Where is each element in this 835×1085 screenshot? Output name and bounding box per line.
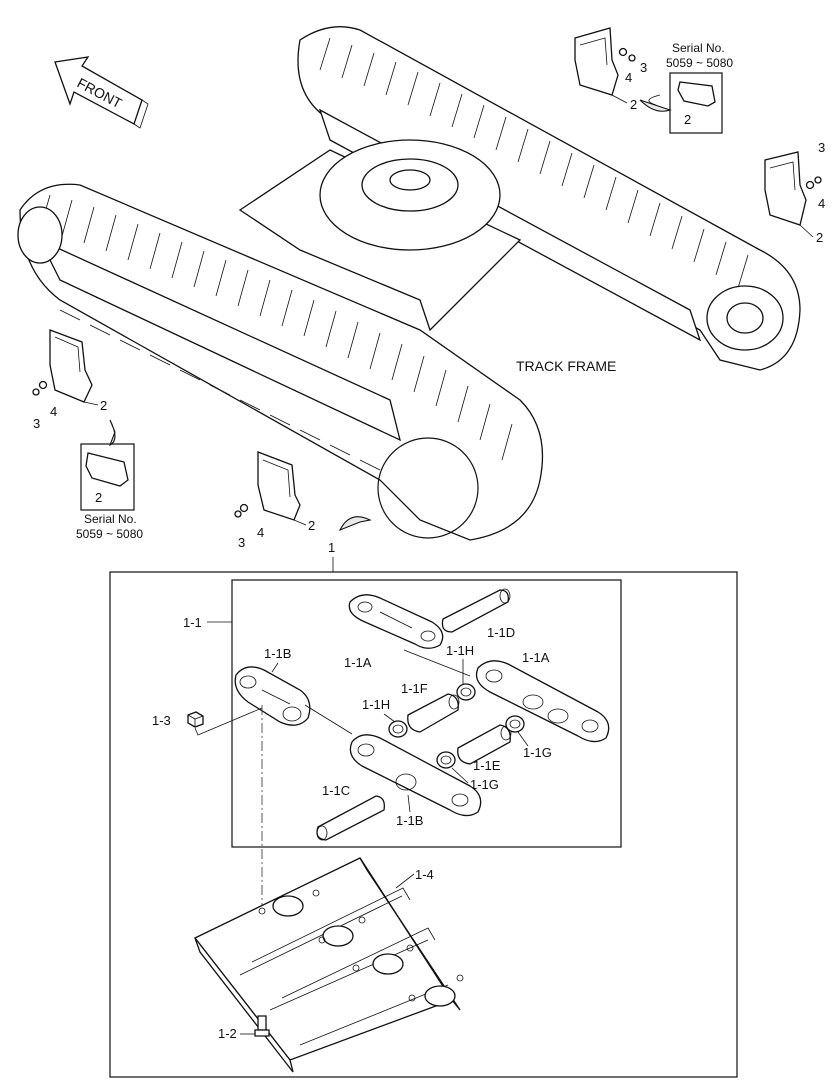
front-arrow-icon: FRONT [54,56,149,129]
callout-1-1G-b: 1-1G [470,777,499,792]
callouts-left: 2 4 3 2 [33,398,107,505]
serial-no-label-upper: Serial No. [672,41,725,55]
callout-1-1H-a: 1-1H [446,643,474,658]
serial-range-label-upper: 5059 ~ 5080 [666,56,733,70]
bolt-1-2 [254,1015,270,1037]
pin-1-1D [441,588,511,633]
track-guard-upper-right [574,27,619,96]
callout-1-3: 1-3 [152,713,171,728]
callout-1-1G-a: 1-1G [523,745,552,760]
callout-1-1A-a: 1-1A [344,655,372,670]
serial-inset-upper: Serial No. 5059 ~ 5080 [648,41,733,134]
callout-1-1F: 1-1F [401,681,428,696]
link-1-1B-lower [349,734,482,817]
track-guard-left [49,329,93,403]
callout-3-ur: 3 [640,60,647,75]
serial-inset-lower: Serial No. 5059 ~ 5080 [76,443,143,541]
track-guard-lower [257,451,301,521]
bushing-1-1F [407,693,460,733]
callout-2-inset-l: 2 [95,490,102,505]
track-shoe-set-1-4 [193,857,464,1073]
callout-1-1D: 1-1D [487,625,515,640]
callout-3-l: 3 [33,416,40,431]
callout-1-4: 1-4 [415,867,434,882]
seal-1-1H-b [388,720,408,738]
callout-1-1E: 1-1E [473,758,501,773]
seal-1-1G-b [436,751,456,769]
detail-box-outer [109,571,738,1078]
link-1-1B-left [234,666,311,726]
serial-range-label-lower: 5059 ~ 5080 [76,527,143,541]
bolt-washer-set [32,47,822,518]
callout-1-1A-b: 1-1A [522,650,550,665]
callout-2-r: 2 [816,230,823,245]
callouts-upper: 4 3 2 2 3 4 2 [611,60,825,245]
link-1-1A-right [475,660,610,743]
callout-2-l: 2 [100,398,107,413]
bushing-1-1E [457,724,512,765]
callout-4-low: 4 [257,525,264,540]
callout-1-1H-b: 1-1H [362,697,390,712]
seal-1-1H-a [456,683,476,701]
callout-2-ur: 2 [630,97,637,112]
pin-1-1C [316,795,385,841]
callout-3-r: 3 [818,140,825,155]
track-frame-assembly [17,26,801,541]
track-frame-label: TRACK FRAME [516,358,616,374]
callout-2-inset-ur: 2 [684,112,691,127]
callouts-lower: 2 4 3 1 [238,518,335,572]
callout-1-2: 1-2 [218,1026,237,1041]
seal-1-1G-a [505,715,525,733]
callout-4-l: 4 [50,404,57,419]
nut-1-3 [187,711,204,728]
track-guard-right [764,151,807,226]
callout-4-ur: 4 [625,70,632,85]
callout-3-low: 3 [238,535,245,550]
callout-4-r: 4 [818,196,825,211]
callout-1-1: 1-1 [183,615,202,630]
callout-1-1B-a: 1-1B [264,646,291,661]
serial-no-label-lower: Serial No. [84,512,137,526]
callout-1-1B-b: 1-1B [396,813,423,828]
callout-2-low: 2 [308,518,315,533]
callout-1-1C: 1-1C [322,783,350,798]
detail-box-link [231,579,622,848]
callout-1: 1 [328,540,335,555]
link-1-1A-upper [348,594,444,649]
